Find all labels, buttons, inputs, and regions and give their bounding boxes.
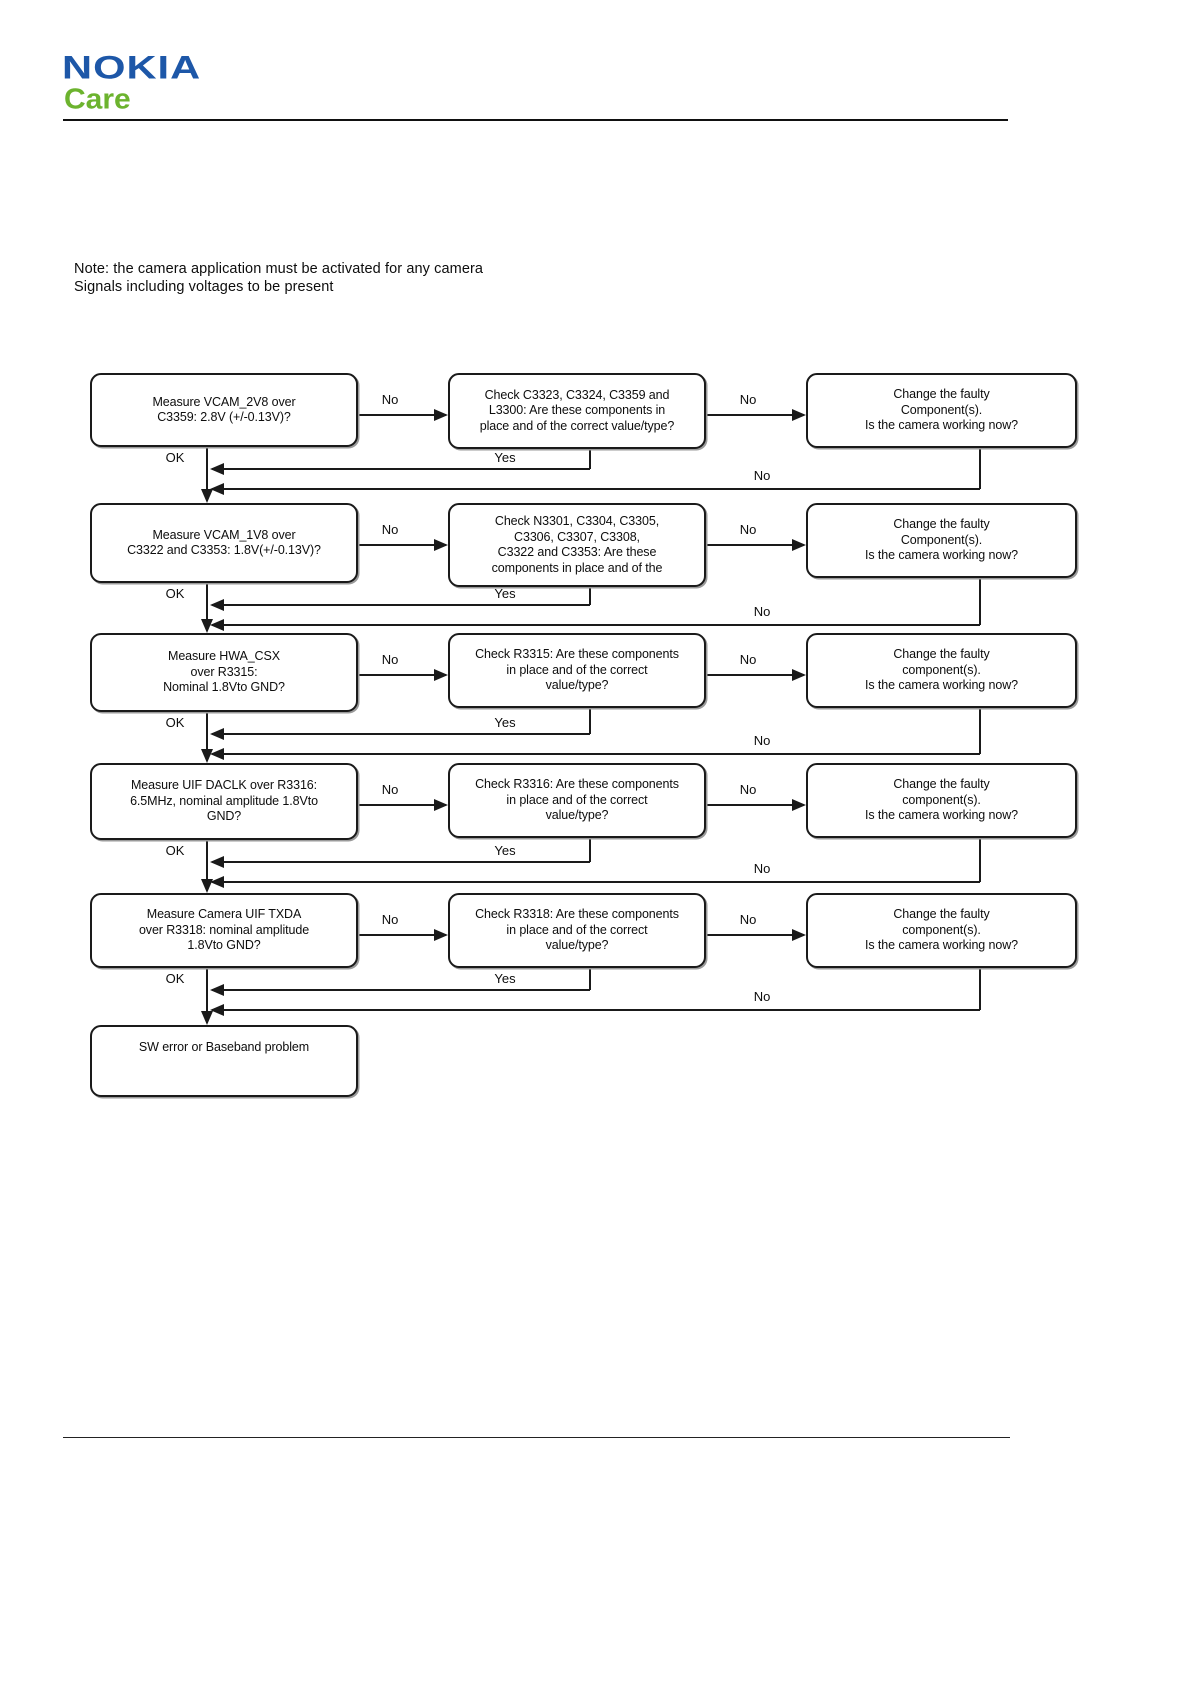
no-return-label: No <box>753 468 771 483</box>
check-box-row1: Check C3323, C3324, C3359 and L3300: Are… <box>448 373 706 449</box>
ok-label: OK <box>165 971 185 986</box>
note-line-1: Note: the camera application must be act… <box>74 261 484 277</box>
check-box-row5: Check R3318: Are these components in pla… <box>448 893 706 968</box>
no-return-label: No <box>753 989 771 1004</box>
change-box-row2: Change the faulty Component(s). Is the c… <box>806 503 1077 578</box>
no-label: No <box>739 652 757 667</box>
no-return-label: No <box>753 733 771 748</box>
change-box-row4: Change the faulty component(s). Is the c… <box>806 763 1077 838</box>
change-box-row1: Change the faulty Component(s). Is the c… <box>806 373 1077 448</box>
no-return-label: No <box>753 604 771 619</box>
no-label: No <box>739 522 757 537</box>
note-line-2: Signals including voltages to be present <box>74 279 334 295</box>
no-return-label: No <box>753 861 771 876</box>
no-label: No <box>739 912 757 927</box>
no-label: No <box>381 912 399 927</box>
measure-box-row4: Measure UIF DACLK over R3316: 6.5MHz, no… <box>90 763 358 840</box>
no-label: No <box>739 782 757 797</box>
measure-box-row2: Measure VCAM_1V8 over C3322 and C3353: 1… <box>90 503 358 583</box>
no-label: No <box>381 652 399 667</box>
nokia-logo: NOKIA <box>62 50 202 87</box>
check-box-row3: Check R3315: Are these components in pla… <box>448 633 706 708</box>
check-box-row4: Check R3316: Are these components in pla… <box>448 763 706 838</box>
yes-label: Yes <box>494 586 516 601</box>
no-label: No <box>739 392 757 407</box>
ok-label: OK <box>165 586 185 601</box>
yes-label: Yes <box>494 450 516 465</box>
no-label: No <box>381 782 399 797</box>
no-label: No <box>381 392 399 407</box>
note-text: Note: the camera application must be act… <box>74 260 483 296</box>
measure-box-row5: Measure Camera UIF TXDA over R3318: nomi… <box>90 893 358 968</box>
footer-divider <box>63 1437 1010 1438</box>
measure-box-row1: Measure VCAM_2V8 over C3359: 2.8V (+/-0.… <box>90 373 358 447</box>
measure-box-row3: Measure HWA_CSX over R3315: Nominal 1.8V… <box>90 633 358 712</box>
yes-label: Yes <box>494 843 516 858</box>
check-box-row2: Check N3301, C3304, C3305, C3306, C3307,… <box>448 503 706 587</box>
ok-label: OK <box>165 715 185 730</box>
change-box-row5: Change the faulty component(s). Is the c… <box>806 893 1077 968</box>
yes-label: Yes <box>494 971 516 986</box>
ok-label: OK <box>165 843 185 858</box>
final-result-box: SW error or Baseband problem <box>90 1025 358 1097</box>
care-logo: Care <box>64 84 131 116</box>
no-label: No <box>381 522 399 537</box>
ok-label: OK <box>165 450 185 465</box>
yes-label: Yes <box>494 715 516 730</box>
change-box-row3: Change the faulty component(s). Is the c… <box>806 633 1077 708</box>
header-divider <box>63 119 1008 121</box>
